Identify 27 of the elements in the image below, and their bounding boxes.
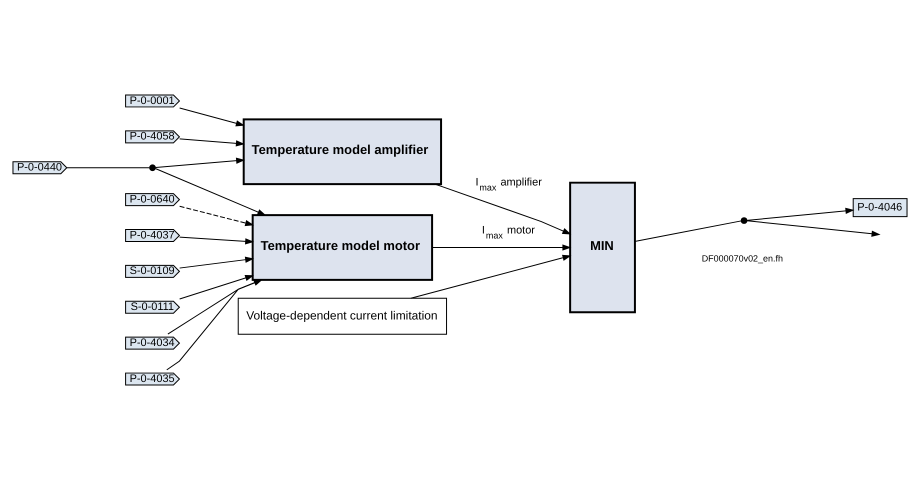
node-box: MIN: [569, 181, 636, 313]
arrow: [179, 138, 245, 146]
arrow: [179, 236, 254, 244]
connector: [66, 166, 150, 168]
arrow: [432, 244, 572, 250]
node-circle: [149, 164, 156, 171]
edge-label: I$_{max}$ amplifier: [475, 176, 542, 192]
edge-label: I$_{max}$ motor: [482, 224, 535, 240]
arrow: [410, 254, 572, 298]
arrow: [746, 207, 854, 220]
node-box: Temperature model motor: [252, 214, 434, 280]
arrow: [179, 205, 254, 226]
arrow: [155, 157, 246, 168]
arrow: [179, 274, 254, 299]
node-circle: [740, 216, 748, 224]
connector: [634, 220, 742, 242]
arrow: [434, 183, 572, 234]
arrow: [746, 220, 881, 236]
node-box: Temperature model amplifier: [242, 118, 442, 185]
arrow: [155, 168, 266, 216]
arrow: [166, 278, 263, 370]
node-box: Voltage-dependent current limitation: [238, 297, 448, 334]
arrow: [179, 256, 254, 268]
label: DF000070v02_en.fh: [702, 253, 783, 264]
arrow: [179, 107, 245, 126]
node-box: P-0-4046: [852, 198, 908, 217]
arrow: [167, 278, 263, 334]
